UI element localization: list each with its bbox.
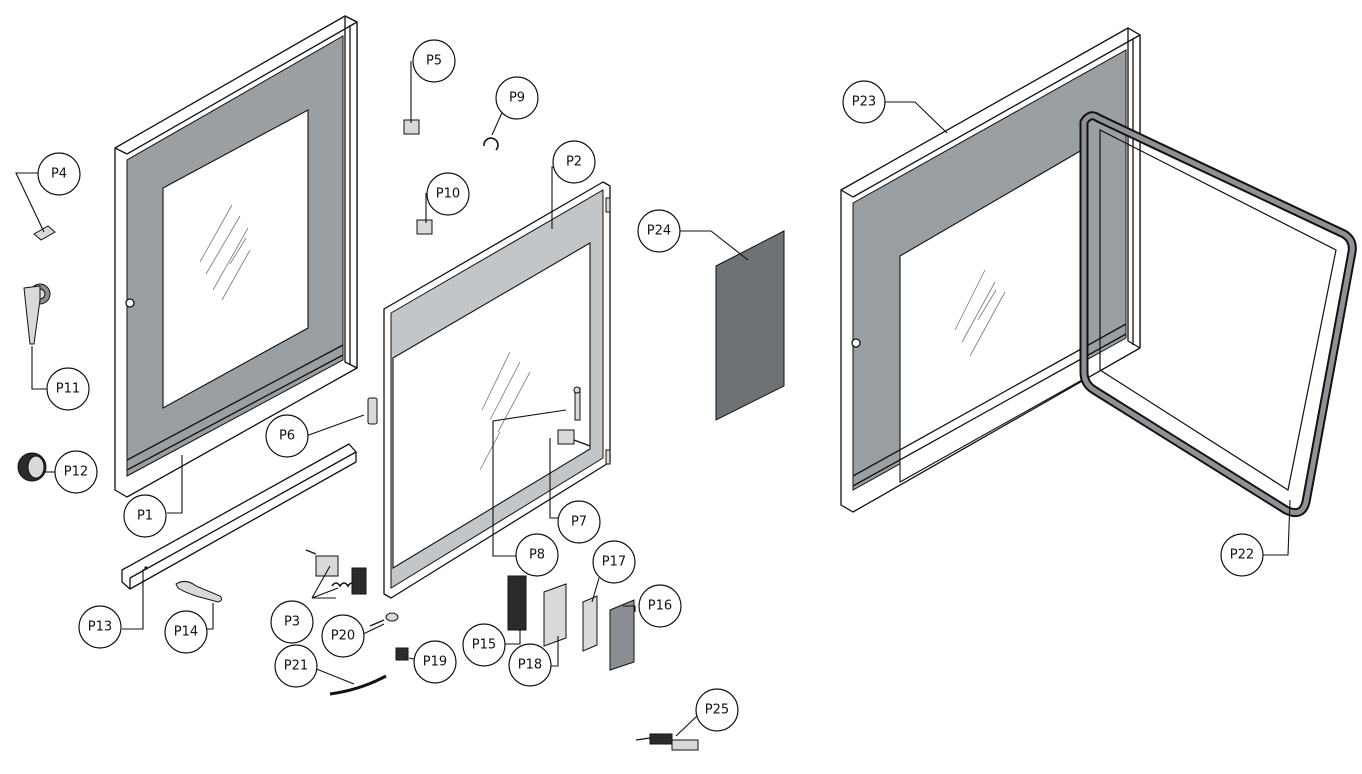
label-p21: P21: [274, 644, 318, 688]
svg-text:P23: P23: [852, 95, 876, 110]
part-p23-frame-drawing: [840, 27, 1141, 513]
svg-text:P2: P2: [566, 155, 582, 170]
label-p19: P19: [413, 640, 457, 684]
label-p20: P20: [321, 614, 365, 658]
part-p10-block-drawing: [416, 219, 433, 235]
label-p24: P24: [637, 209, 681, 253]
part-p8-pin-drawing: [573, 386, 581, 421]
label-p9: P9: [495, 76, 539, 120]
label-p14: P14: [164, 610, 208, 654]
svg-text:P12: P12: [64, 465, 88, 480]
part-p17-strip-drawing: [582, 595, 598, 652]
label-p10: P10: [426, 172, 470, 216]
label-p12: P12: [54, 450, 98, 494]
svg-text:P6: P6: [279, 429, 295, 444]
label-p1: P1: [123, 494, 167, 538]
label-p3: P3: [270, 600, 314, 644]
svg-text:P13: P13: [88, 620, 112, 635]
label-p11: P11: [46, 367, 90, 411]
label-p18: P18: [508, 643, 552, 687]
part-p15-box-drawing: [507, 575, 527, 631]
label-p22: P22: [1220, 533, 1264, 577]
svg-text:P17: P17: [602, 555, 626, 570]
part-p1-frame-drawing: [114, 15, 358, 498]
svg-text:P24: P24: [647, 224, 671, 239]
svg-text:P7: P7: [571, 515, 587, 530]
label-p23: P23: [842, 80, 886, 124]
part-p12-knob-drawing: [17, 452, 47, 482]
svg-text:P14: P14: [174, 625, 198, 640]
label-p25: P25: [695, 688, 739, 732]
part-p24-sheet-drawing: [715, 230, 785, 421]
svg-text:P3: P3: [284, 615, 300, 630]
part-p20-bulb-drawing: [369, 612, 399, 627]
part-p3-latch-drawing: [305, 549, 367, 595]
svg-text:P16: P16: [648, 599, 672, 614]
label-p13: P13: [78, 605, 122, 649]
svg-text:P20: P20: [331, 629, 355, 644]
part-p22-gasket-drawing: [1079, 111, 1357, 518]
part-p7-block-drawing: [557, 429, 591, 447]
label-p17: P17: [592, 540, 636, 584]
svg-text:P9: P9: [509, 91, 525, 106]
svg-text:P19: P19: [423, 655, 447, 670]
part-p18-plate-drawing: [543, 583, 567, 647]
label-p2: P2: [552, 140, 596, 184]
svg-text:P10: P10: [436, 187, 460, 202]
part-p13-rail-drawing: [121, 443, 357, 590]
label-p4: P4: [37, 152, 81, 196]
svg-text:P5: P5: [426, 54, 442, 69]
label-p16: P16: [638, 584, 682, 628]
part-p6-plate-drawing: [367, 397, 378, 425]
part-p25-hinge-drawing: [635, 733, 699, 751]
svg-text:P25: P25: [705, 703, 729, 718]
part-p11-handle-drawing: [23, 283, 51, 345]
svg-text:P8: P8: [529, 548, 545, 563]
part-labels: P1 P2 P3 P4 P5 P6 P7 P8: [37, 39, 1264, 732]
svg-text:P15: P15: [472, 638, 496, 653]
svg-text:P21: P21: [284, 659, 308, 674]
label-p5: P5: [412, 39, 456, 83]
part-p21-cable-drawing: [329, 674, 387, 696]
label-p6: P6: [265, 414, 309, 458]
svg-text:P4: P4: [51, 167, 67, 182]
label-p15: P15: [462, 623, 506, 667]
part-p4-clip-drawing: [33, 225, 56, 241]
part-p9-ring-drawing: [483, 137, 499, 151]
label-p7: P7: [557, 500, 601, 544]
label-p8: P8: [515, 533, 559, 577]
svg-text:P11: P11: [56, 382, 80, 397]
part-p2-door-drawing: [383, 181, 611, 599]
svg-text:P1: P1: [137, 509, 153, 524]
part-p14-lever-drawing: [175, 580, 223, 603]
svg-text:P18: P18: [518, 658, 542, 673]
part-p19-socket-drawing: [395, 647, 409, 661]
part-p16-frame-drawing: [609, 599, 635, 671]
svg-text:P22: P22: [1230, 548, 1254, 563]
